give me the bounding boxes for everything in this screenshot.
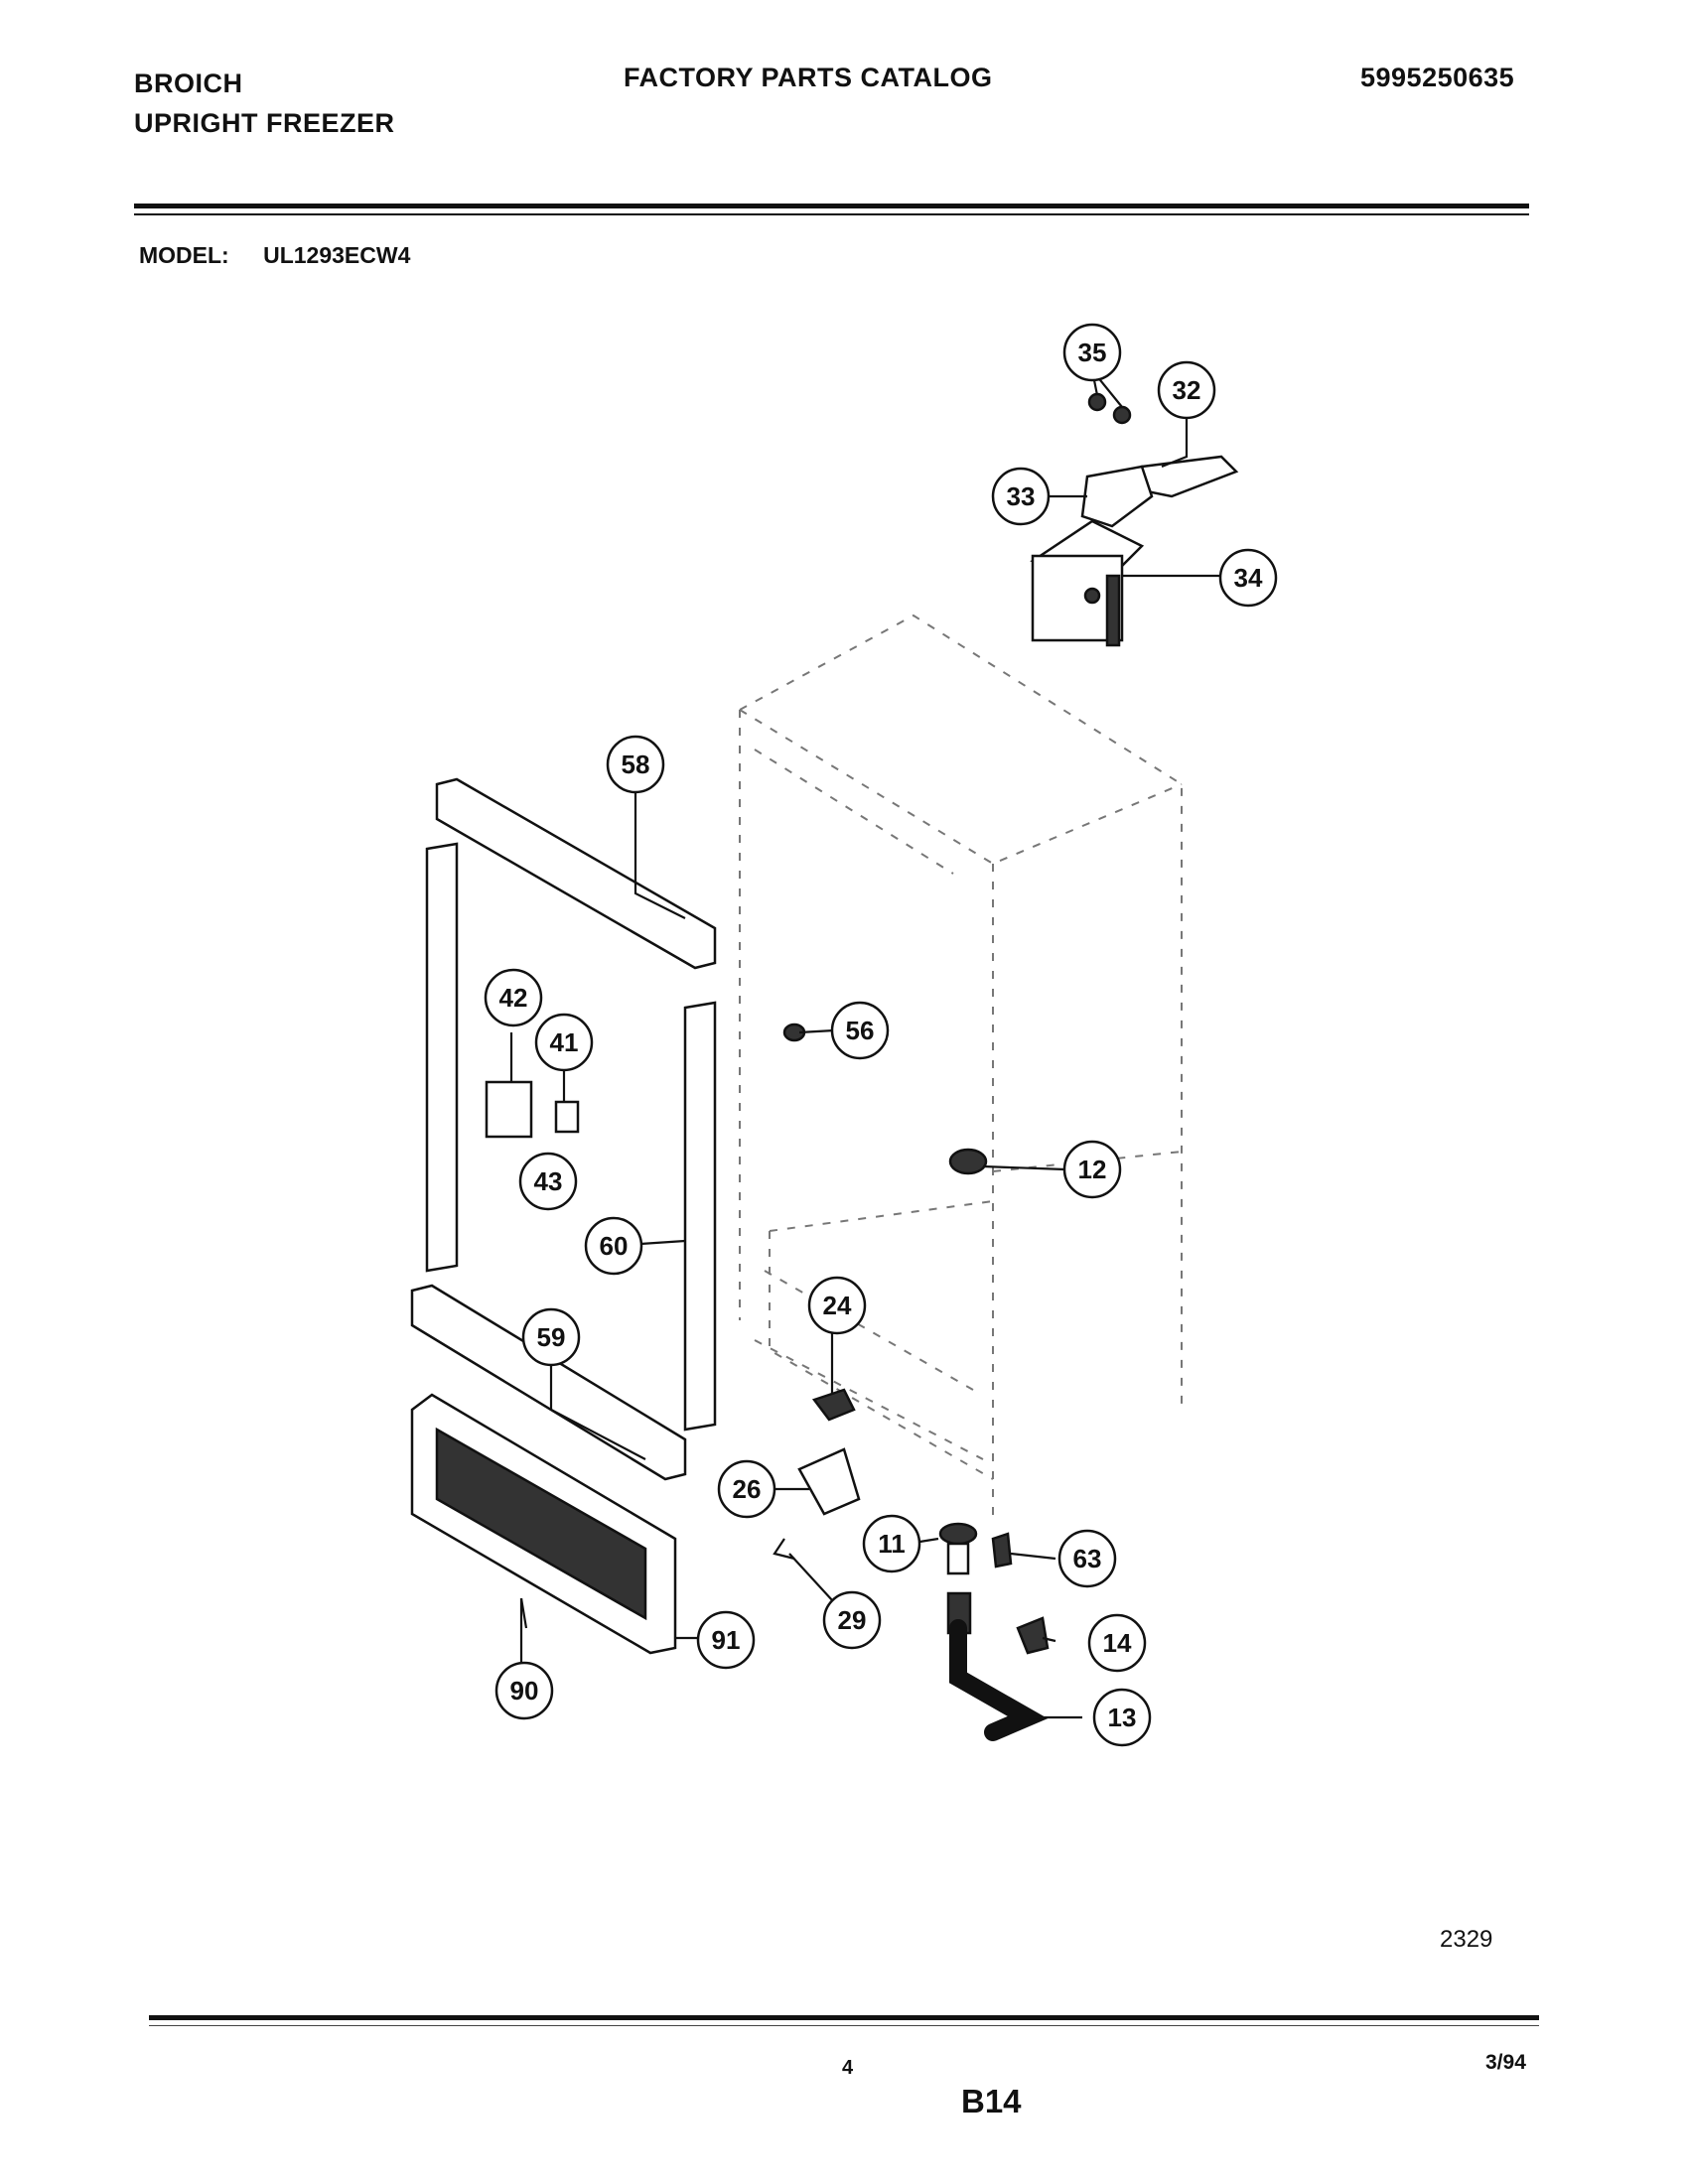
model-label: MODEL:	[139, 242, 229, 268]
switch-part	[797, 1447, 861, 1516]
callout-label: 14	[1103, 1628, 1132, 1658]
callout-42: 42	[484, 968, 543, 1027]
callout-34: 34	[1218, 548, 1278, 608]
callout-label: 35	[1078, 338, 1107, 367]
callout-59: 59	[521, 1307, 581, 1367]
callout-29: 29	[822, 1590, 882, 1650]
gasket-top	[435, 777, 717, 970]
callout-label: 33	[1007, 481, 1036, 511]
hinge-bushing	[1083, 587, 1101, 605]
model-value: UL1293ECW4	[263, 242, 411, 268]
gasket-right	[683, 1001, 717, 1432]
product-name: UPRIGHT FREEZER	[134, 108, 395, 138]
screw	[1087, 392, 1107, 412]
callout-26: 26	[717, 1459, 776, 1519]
clip-part	[554, 1100, 580, 1134]
callout-label: 58	[622, 750, 650, 779]
spring-clip	[773, 1538, 795, 1561]
drain-fitting	[938, 1522, 978, 1546]
screw-part	[991, 1532, 1013, 1569]
gasket-left	[425, 842, 459, 1273]
callout-label: 41	[550, 1027, 579, 1057]
door-gasket-frame	[410, 777, 717, 1655]
header-rule	[134, 204, 1529, 208]
callout-12: 12	[1062, 1140, 1122, 1199]
callout-label: 11	[878, 1529, 906, 1559]
screw	[1112, 405, 1132, 425]
hinge-plate	[1140, 455, 1239, 498]
callout-label: 90	[510, 1676, 539, 1706]
callout-label: 59	[537, 1322, 566, 1352]
callout-label: 43	[534, 1166, 563, 1196]
callout-60: 60	[584, 1216, 643, 1276]
section-code: B14	[961, 2083, 1022, 2119]
callout-56: 56	[830, 1001, 890, 1060]
callout-label: 56	[846, 1016, 875, 1045]
callout-33: 33	[991, 467, 1051, 526]
drain-hose	[949, 1619, 1049, 1741]
hinge-pin	[1105, 574, 1121, 647]
callout-41: 41	[534, 1013, 594, 1072]
top-hinge-assembly	[1030, 392, 1239, 647]
callout-24: 24	[807, 1276, 867, 1335]
callout-label: 32	[1173, 375, 1201, 405]
callout-14: 14	[1087, 1613, 1147, 1673]
footer-rule	[149, 2015, 1539, 2020]
brand-block: BROICH UPRIGHT FREEZER	[134, 64, 395, 143]
callout-63: 63	[1057, 1529, 1117, 1588]
callout-label: 26	[733, 1474, 762, 1504]
callout-label: 63	[1073, 1544, 1102, 1573]
callout-label: 42	[499, 983, 528, 1013]
callout-label: 91	[712, 1625, 741, 1655]
hose-clip	[1016, 1616, 1050, 1655]
brand-name: BROICH	[134, 68, 243, 98]
cabinet-outline	[739, 614, 1183, 1519]
callout-label: 12	[1078, 1155, 1107, 1184]
callout-label: 60	[600, 1231, 629, 1261]
gasket-bottom	[410, 1284, 687, 1481]
figure-number: 2329	[1440, 1926, 1493, 1953]
page-number: 4	[842, 2057, 854, 2079]
callout-label: 29	[838, 1605, 867, 1635]
callout-label: 24	[823, 1291, 852, 1320]
catalog-title: FACTORY PARTS CATALOG	[624, 63, 993, 92]
callout-13: 13	[1092, 1688, 1152, 1747]
callout-label: 13	[1108, 1703, 1137, 1732]
callout-label: 34	[1234, 563, 1263, 593]
callout-91: 91	[696, 1610, 756, 1670]
bracket-part	[811, 1388, 856, 1422]
callout-32: 32	[1157, 360, 1216, 420]
revision-date: 3/94	[1485, 2051, 1526, 2074]
footer-rule-thin	[149, 2025, 1539, 2026]
drain-stem	[946, 1542, 970, 1575]
callout-90: 90	[494, 1661, 554, 1720]
grommet	[948, 1148, 988, 1175]
kickplate-grille	[435, 1427, 647, 1621]
callout-35: 35	[1062, 323, 1122, 382]
header-rule-thin	[134, 213, 1529, 215]
model-row: MODEL: UL1293ECW4	[139, 242, 410, 269]
callout-58: 58	[606, 735, 665, 794]
callout-43: 43	[518, 1152, 578, 1211]
hinge-bracket	[1080, 465, 1154, 528]
small-parts	[485, 1023, 1050, 1741]
callout-11: 11	[862, 1514, 921, 1573]
catalog-part-number: 5995250635	[1360, 63, 1515, 92]
latch-part	[485, 1080, 533, 1139]
